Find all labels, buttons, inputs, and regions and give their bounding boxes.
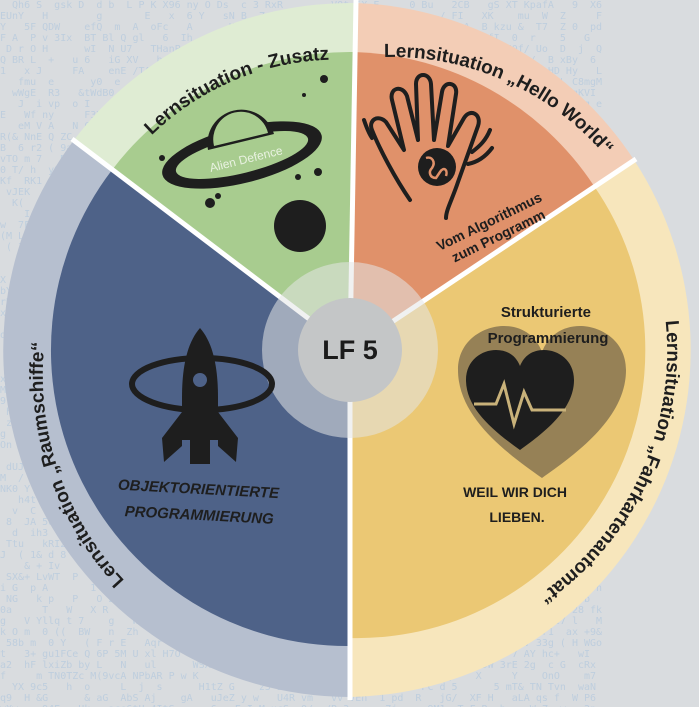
globe-icon (418, 148, 456, 186)
center-label: LF 5 (322, 334, 378, 365)
heart-pulse-icon (458, 326, 626, 478)
hand-globe-icon (362, 73, 494, 220)
center-hub (298, 298, 402, 402)
ufo-icon (159, 75, 328, 252)
segment-hello-inner (350, 52, 594, 350)
caption-weil-wir-dich: WEIL WIR DICH LIEBEN. (463, 484, 571, 525)
rocket-icon (129, 328, 275, 464)
caption-strukturierte: Strukturierte Programmierung (488, 304, 609, 347)
